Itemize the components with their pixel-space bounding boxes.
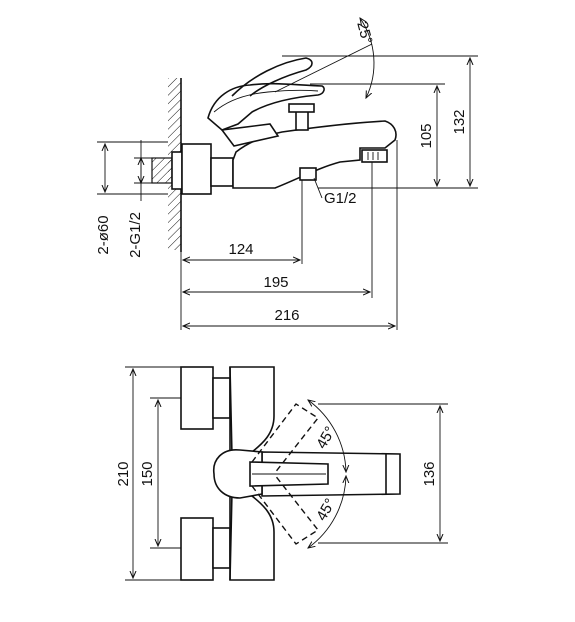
spout-aerator: [361, 149, 388, 163]
inlet-diameter-label: 2-ø60: [95, 215, 112, 254]
length-195-label: 195: [263, 274, 288, 291]
angle-upper-label: 45°: [313, 424, 339, 452]
diverter-knob: [288, 103, 315, 131]
width-210-label: 210: [115, 461, 132, 486]
side-view: 25° 132 105 G1/2 2-ø60 2-G1/2 124 195 2: [95, 18, 478, 330]
angle-label: 25°: [353, 20, 375, 46]
length-124-label: 124: [228, 241, 253, 258]
angle-lower-label: 45°: [313, 496, 339, 524]
depth-136-label: 136: [421, 461, 438, 486]
inlet-block-bottom: [180, 517, 214, 581]
length-216-label: 216: [274, 307, 299, 324]
wall-flange: [181, 143, 212, 195]
outlet-thread-label: G1/2: [324, 190, 357, 207]
connector: [210, 157, 234, 187]
inlet-thread-label: 2-G1/2: [127, 212, 144, 258]
top-view: 45° 45° 136 210 150: [115, 366, 448, 581]
width-150-label: 150: [139, 461, 156, 486]
height-105-label: 105: [418, 123, 435, 148]
inlet-block-top: [180, 366, 214, 430]
inlet-thread: [151, 151, 183, 190]
height-132-label: 132: [451, 109, 468, 134]
shower-outlet: [299, 167, 317, 181]
cartridge: [220, 123, 280, 147]
angle-arc: [360, 18, 375, 98]
handle-lever: [207, 82, 325, 131]
handle-tilted-outline: [231, 57, 313, 97]
